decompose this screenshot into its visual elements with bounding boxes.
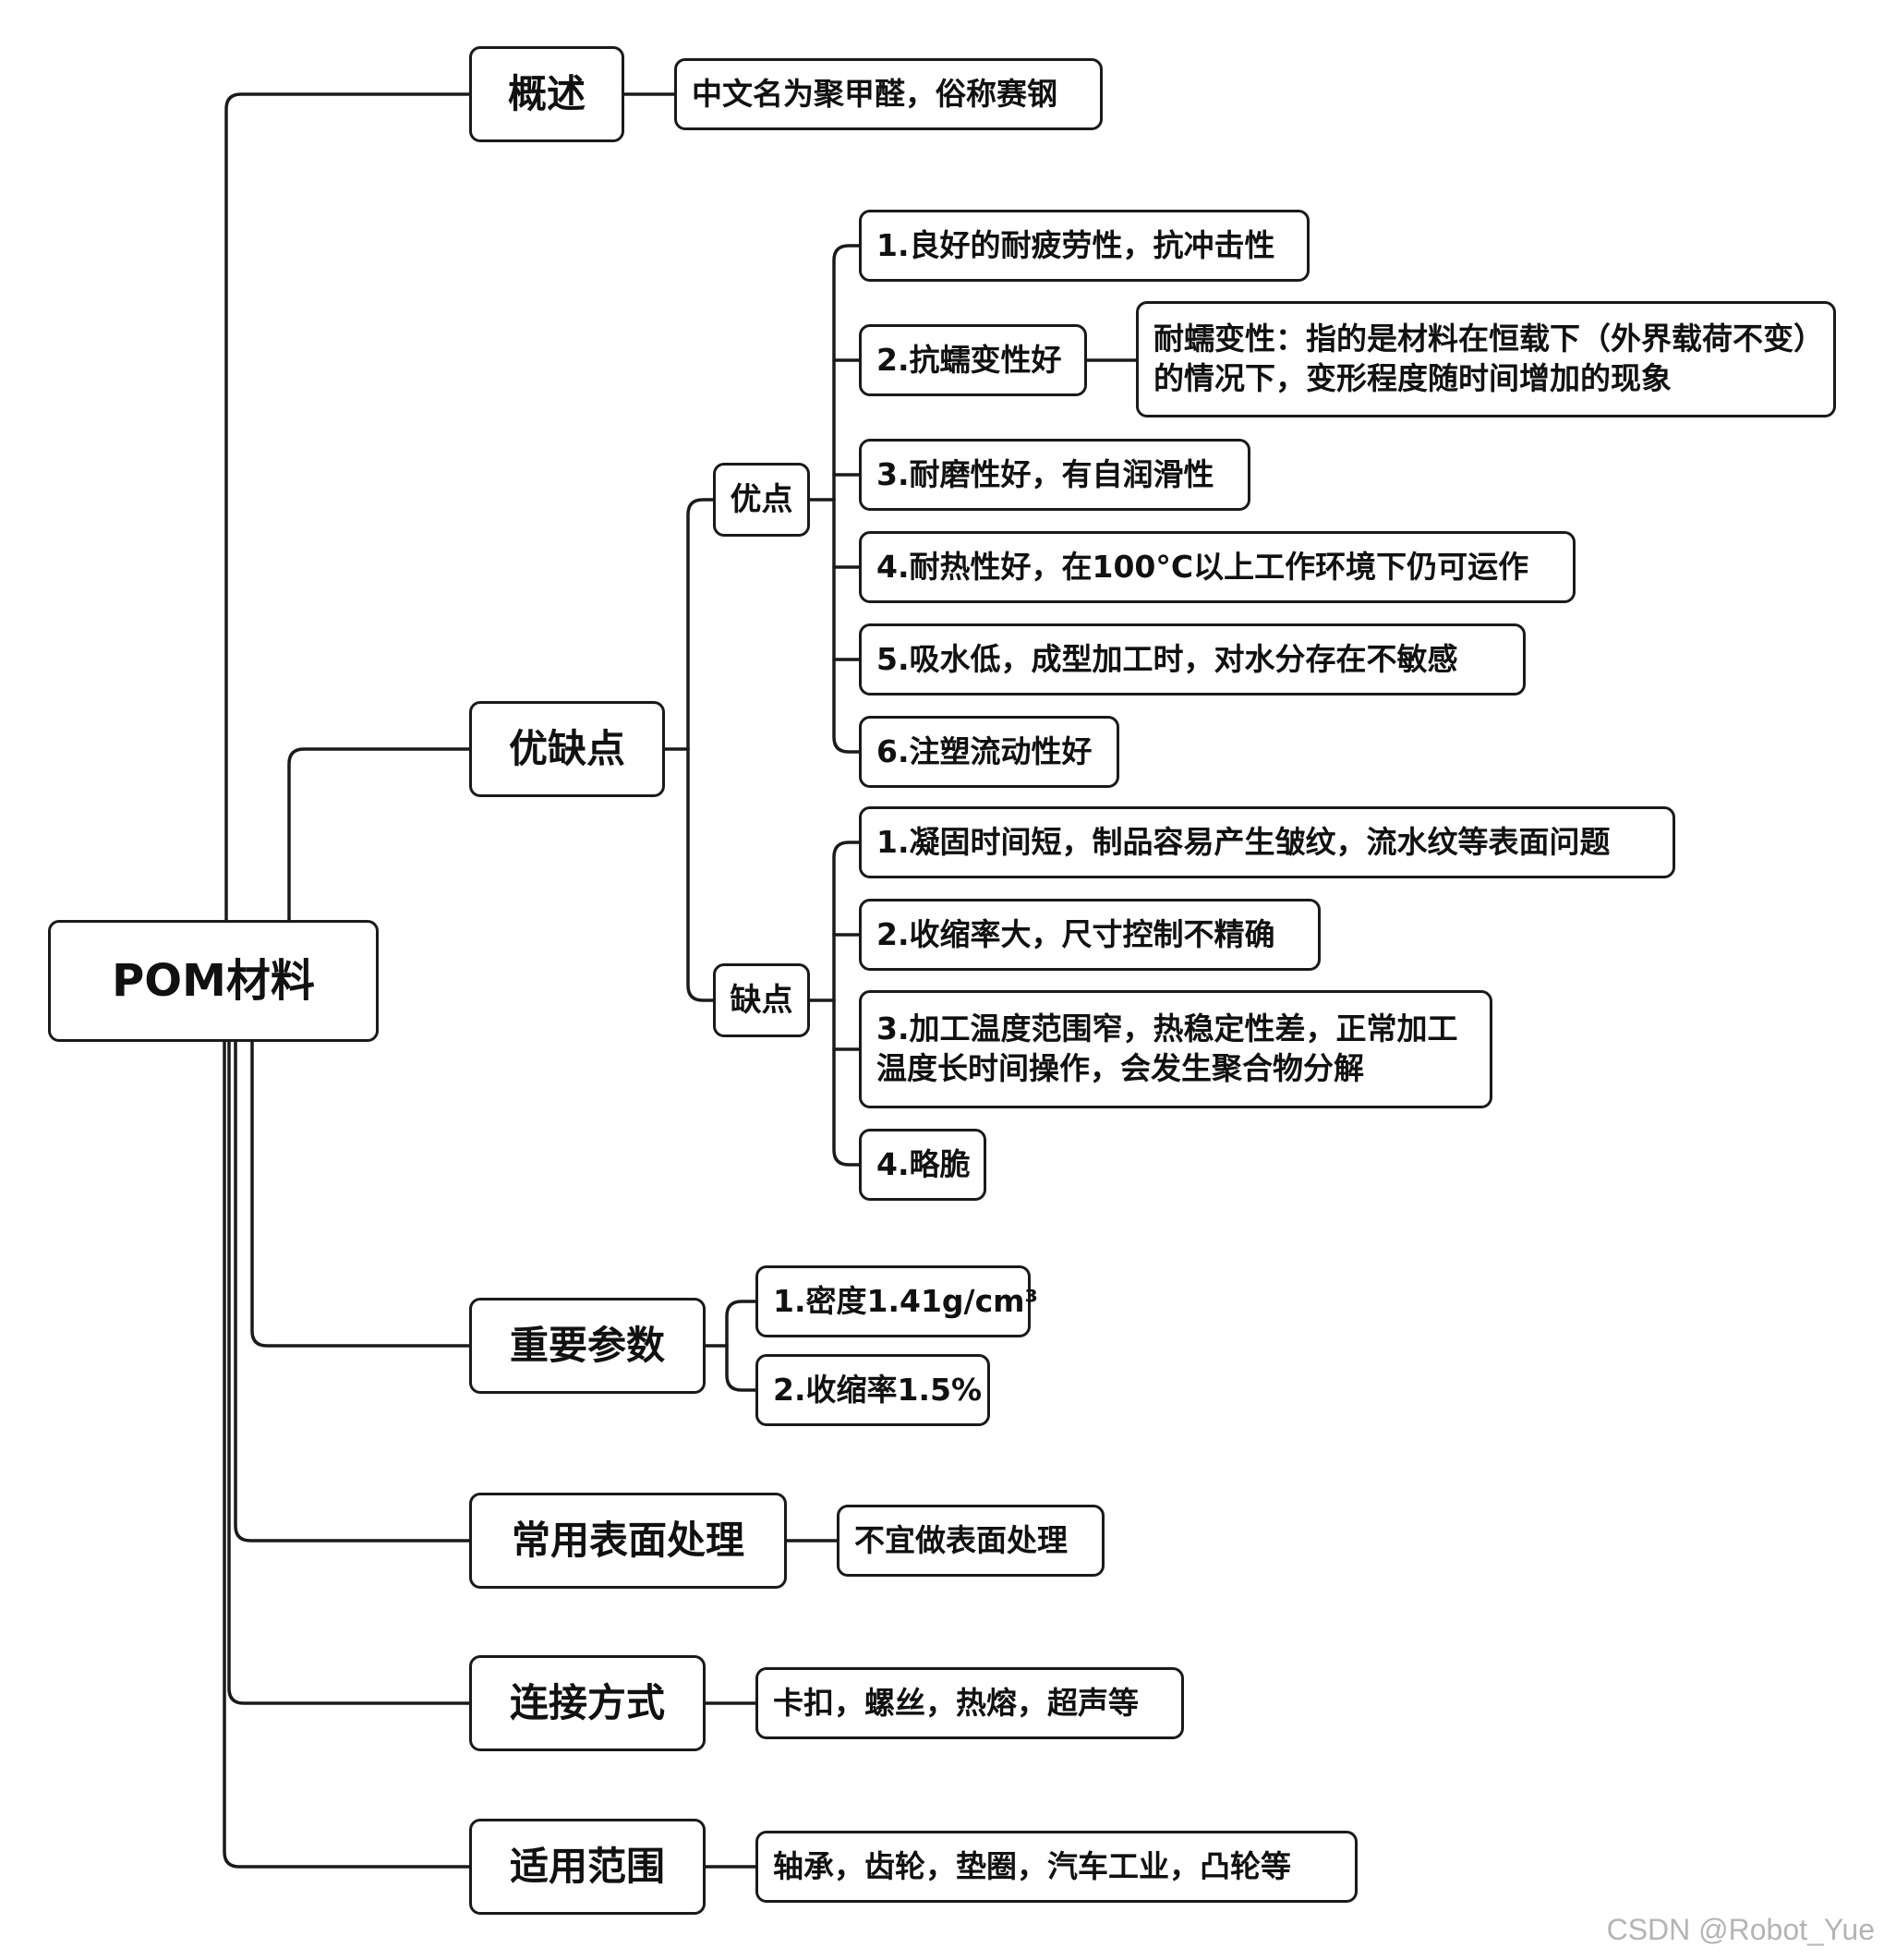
overview-item: 中文名为聚甲醛，俗称赛钢 bbox=[674, 58, 1103, 130]
pros-item: 3.耐磨性好，有自润滑性 bbox=[859, 439, 1250, 511]
connector-root-surface bbox=[234, 1040, 471, 1543]
cons-item-text: 1.凝固时间短，制品容易产生皱纹，流水纹等表面问题 bbox=[876, 823, 1611, 860]
pros-item: 4.耐热性好，在100°C以上工作环境下仍可运作 bbox=[859, 531, 1576, 603]
cons-item-text: 2.收缩率大，尺寸控制不精确 bbox=[876, 915, 1275, 952]
branch-pros-cons-label: 优缺点 bbox=[508, 725, 625, 771]
branch-joining-label: 连接方式 bbox=[509, 1679, 665, 1725]
connector-root-applications bbox=[223, 1040, 471, 1869]
pros-item-text: 5.吸水低，成型加工时，对水分存在不敏感 bbox=[876, 640, 1458, 677]
cons-item: 3.加工温度范围窄，热稳定性差，正常加工温度长时间操作，会发生聚合物分解 bbox=[859, 990, 1492, 1108]
pros-item: 2.抗蠕变性好 bbox=[859, 324, 1087, 396]
branch-surface: 常用表面处理 bbox=[469, 1493, 787, 1589]
pros-item-text: 4.耐热性好，在100°C以上工作环境下仍可运作 bbox=[876, 548, 1529, 585]
root-label: POM材料 bbox=[112, 954, 315, 1007]
branch-overview: 概述 bbox=[469, 46, 624, 142]
params-item-text: 1.密度1.41g/cm³ bbox=[773, 1282, 1038, 1319]
cons-item: 2.收缩率大，尺寸控制不精确 bbox=[859, 899, 1321, 971]
cons-item-text: 4.略脆 bbox=[876, 1145, 971, 1182]
cons-item-text: 3.加工温度范围窄，热稳定性差，正常加工温度长时间操作，会发生聚合物分解 bbox=[876, 1010, 1458, 1086]
connector-cons-4 bbox=[832, 998, 861, 1167]
applications-item-text: 轴承，齿轮，垫圈，汽车工业，凸轮等 bbox=[773, 1847, 1291, 1884]
connector-params-1 bbox=[725, 1300, 757, 1348]
cons-item: 1.凝固时间短，制品容易产生皱纹，流水纹等表面问题 bbox=[859, 806, 1675, 878]
params-item: 2.收缩率1.5% bbox=[755, 1354, 990, 1426]
params-item: 1.密度1.41g/cm³ bbox=[755, 1265, 1038, 1337]
creep-note-text: 耐蠕变性：指的是材料在恒载下（外界载荷不变）的情况下，变形程度随时间增加的现象 bbox=[1153, 321, 1809, 396]
node-pros-label: 优点 bbox=[730, 480, 793, 518]
pros-item: 6.注塑流动性好 bbox=[859, 716, 1119, 788]
connector-to-cons bbox=[686, 747, 715, 1002]
connector-root-joining bbox=[227, 1040, 471, 1705]
pros-item: 5.吸水低，成型加工时，对水分存在不敏感 bbox=[859, 623, 1526, 696]
branch-joining: 连接方式 bbox=[469, 1655, 706, 1751]
branch-applications-label: 适用范围 bbox=[509, 1843, 665, 1889]
connector-cons-1 bbox=[832, 841, 861, 1002]
watermark: CSDN @Robot_Yue bbox=[1606, 1913, 1875, 1946]
connector-pros-6 bbox=[832, 498, 861, 754]
node-cons: 缺点 bbox=[713, 963, 810, 1037]
joining-item: 卡扣，螺丝，热熔，超声等 bbox=[755, 1667, 1184, 1739]
connector-pros-1 bbox=[832, 244, 861, 502]
creep-note: 耐蠕变性：指的是材料在恒载下（外界载荷不变）的情况下，变形程度随时间增加的现象 bbox=[1136, 301, 1836, 417]
joining-item-text: 卡扣，螺丝，热熔，超声等 bbox=[773, 1684, 1139, 1721]
connector-params-2 bbox=[725, 1344, 757, 1392]
node-cons-label: 缺点 bbox=[730, 981, 793, 1019]
pros-item-text: 2.抗蠕变性好 bbox=[876, 341, 1062, 378]
connector-root-params bbox=[250, 1040, 471, 1348]
connector-root-overview bbox=[224, 92, 471, 922]
node-pros: 优点 bbox=[713, 463, 810, 537]
surface-item: 不宜做表面处理 bbox=[837, 1505, 1105, 1577]
pros-item: 1.良好的耐疲劳性，抗冲击性 bbox=[859, 210, 1310, 282]
branch-params: 重要参数 bbox=[469, 1298, 706, 1394]
pros-item-text: 3.耐磨性好，有自润滑性 bbox=[876, 455, 1214, 492]
branch-params-label: 重要参数 bbox=[509, 1322, 665, 1368]
branch-applications: 适用范围 bbox=[469, 1819, 706, 1915]
params-item-text: 2.收缩率1.5% bbox=[773, 1371, 983, 1408]
pros-item-text: 6.注塑流动性好 bbox=[876, 732, 1093, 769]
root-node: POM材料 bbox=[48, 920, 379, 1042]
connector-root-proscons bbox=[287, 747, 471, 922]
branch-pros-cons: 优缺点 bbox=[469, 701, 665, 797]
branch-surface-label: 常用表面处理 bbox=[511, 1517, 744, 1563]
overview-item-text: 中文名为聚甲醛，俗称赛钢 bbox=[692, 75, 1057, 112]
applications-item: 轴承，齿轮，垫圈，汽车工业，凸轮等 bbox=[755, 1831, 1358, 1903]
connector-to-pros bbox=[686, 498, 715, 751]
surface-item-text: 不宜做表面处理 bbox=[854, 1521, 1068, 1558]
cons-item: 4.略脆 bbox=[859, 1129, 986, 1201]
branch-overview-label: 概述 bbox=[507, 70, 586, 116]
pros-item-text: 1.良好的耐疲劳性，抗冲击性 bbox=[876, 226, 1275, 263]
